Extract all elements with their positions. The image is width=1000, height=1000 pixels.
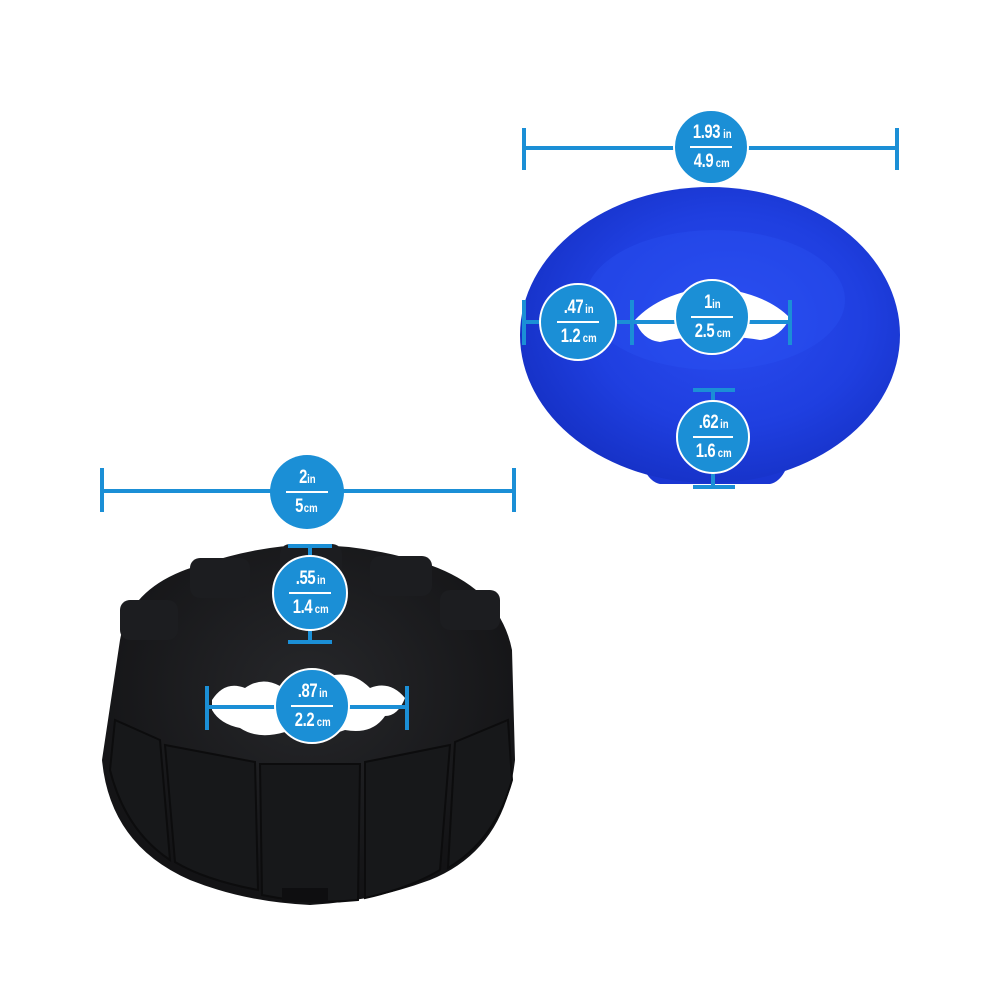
black-wall-thickness-cm: 1.4 xyxy=(292,597,313,618)
inch-unit-label: in xyxy=(306,472,316,486)
black-wall-thickness-badge: .55 in 1.4 cm xyxy=(272,555,348,631)
black-outer-width-inches: 2 xyxy=(298,467,307,488)
fraction-divider xyxy=(289,592,331,594)
black-outer-width-cm: 5 xyxy=(295,496,304,517)
fraction-divider xyxy=(691,316,733,318)
inch-unit-label: in xyxy=(720,417,729,431)
fraction-divider xyxy=(285,491,329,493)
blue-wall-thickness-inches: .47 xyxy=(563,297,584,318)
cm-unit-label: cm xyxy=(582,331,597,345)
black-outer-width-badge: 2 in 5 cm xyxy=(270,455,344,529)
blue-inner-diameter-badge: 1 in 2.5 cm xyxy=(674,279,750,355)
fraction-divider xyxy=(690,146,732,148)
blue-inner-diameter-inches: 1 xyxy=(703,292,712,313)
black-inner-diameter-inches: .87 xyxy=(297,681,318,702)
black-inner-diameter-badge: .87 in 2.2 cm xyxy=(274,668,350,744)
blue-wall-thickness-badge: .47 in 1.2 cm xyxy=(539,283,617,361)
cm-unit-label: cm xyxy=(314,602,329,616)
fraction-divider xyxy=(291,705,333,707)
black-inner-diameter-cm: 2.2 xyxy=(294,710,315,731)
inch-unit-label: in xyxy=(711,297,721,311)
inch-unit-label: in xyxy=(319,686,328,700)
inch-unit-label: in xyxy=(585,302,594,316)
blue-base-height-badge: .62 in 1.6 cm xyxy=(676,400,750,474)
fraction-divider xyxy=(692,436,734,438)
inch-unit-label: in xyxy=(723,127,732,141)
inch-unit-label: in xyxy=(317,573,326,587)
fraction-divider xyxy=(556,321,600,323)
blue-outer-width-inches: 1.93 xyxy=(693,122,721,143)
blue-base-height-cm: 1.6 xyxy=(695,441,716,462)
blue-outer-width-badge: 1.93 in 4.9 cm xyxy=(673,109,749,185)
black-wall-thickness-inches: .55 xyxy=(295,568,316,589)
cm-unit-label: cm xyxy=(715,156,730,170)
cm-unit-label: cm xyxy=(316,715,331,729)
blue-wall-thickness-cm: 1.2 xyxy=(560,326,581,347)
blue-outer-width-cm: 4.9 xyxy=(693,151,714,172)
blue-base-height-inches: .62 xyxy=(698,412,719,433)
cm-unit-label: cm xyxy=(716,326,731,340)
cm-unit-label: cm xyxy=(717,446,732,460)
cm-unit-label: cm xyxy=(304,501,318,515)
blue-inner-diameter-cm: 2.5 xyxy=(694,321,715,342)
